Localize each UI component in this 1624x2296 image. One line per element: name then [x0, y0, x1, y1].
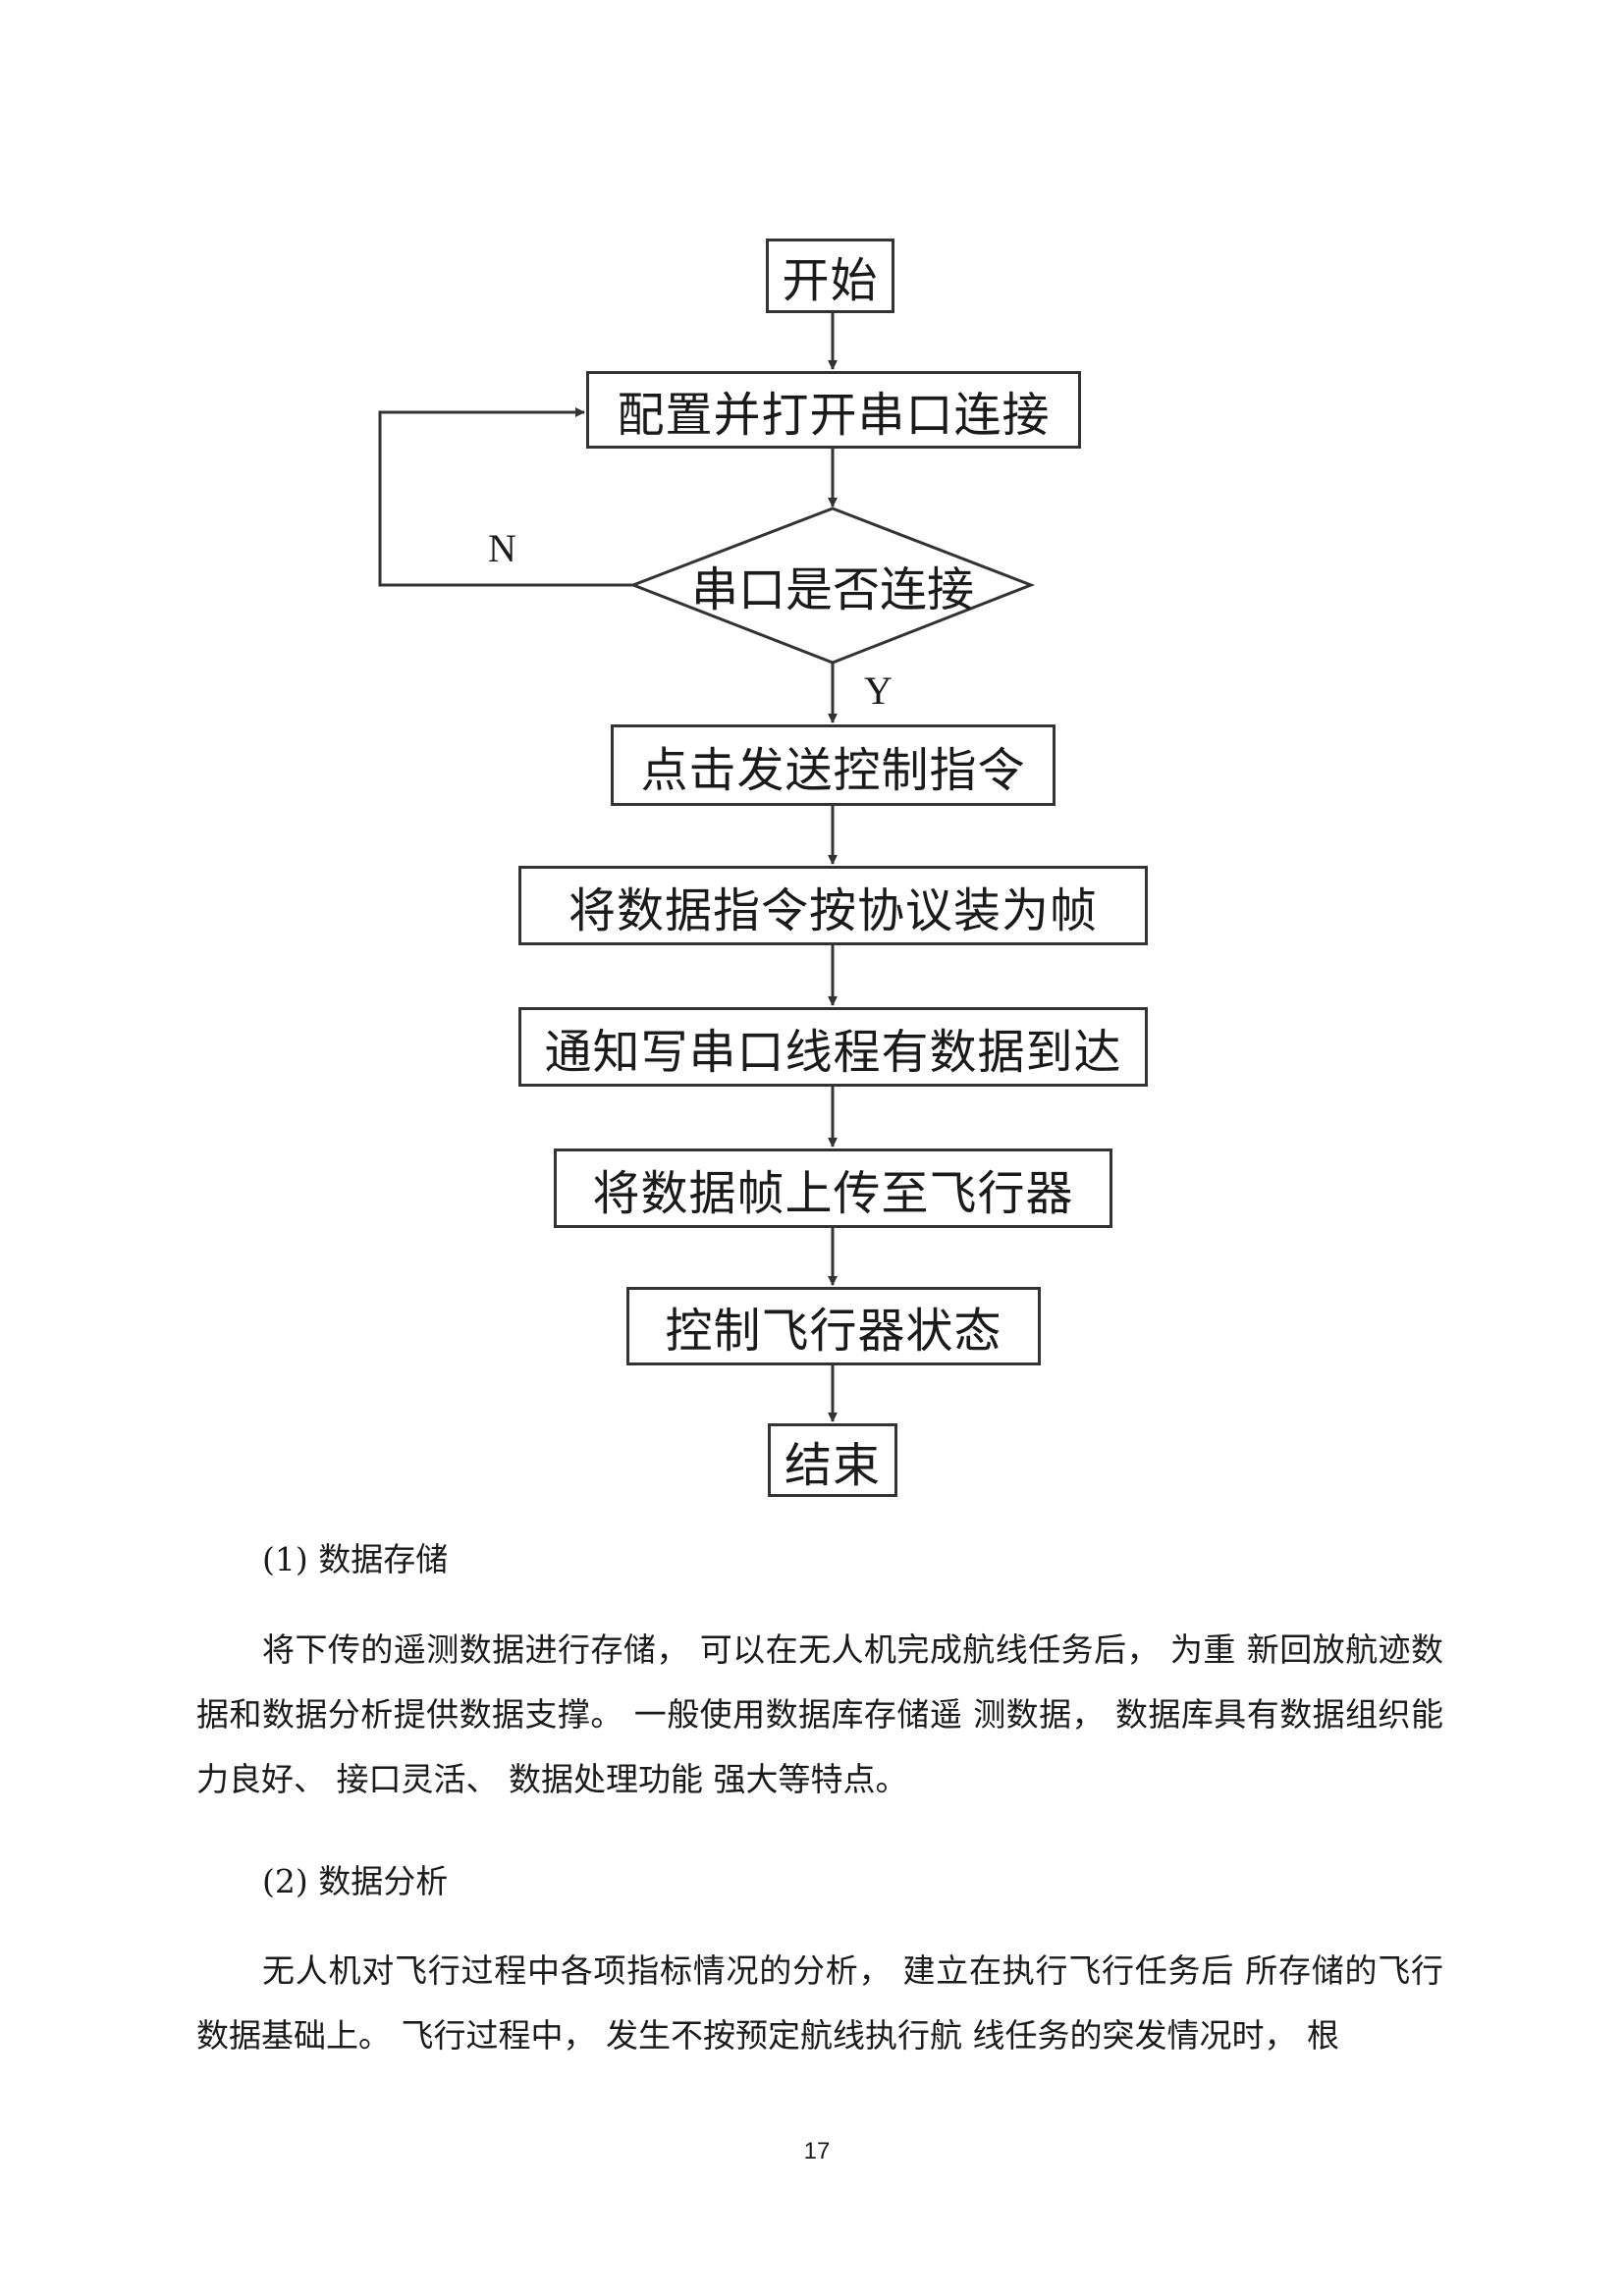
section-heading-storage: (1) 数据存储: [262, 1540, 449, 1578]
flow-step-upload: 将数据帧上传至飞行器: [554, 1148, 1112, 1228]
page-number: 17: [803, 2138, 831, 2164]
paragraph-analysis: 无人机对飞行过程中各项指标情况的分析， 建立在执行飞行任务后 所存储的飞行数据基…: [196, 1951, 1443, 2055]
flow-decision-label: 串口是否连接: [690, 562, 975, 617]
arrow-no-loop: [378, 407, 633, 587]
flow-step-notify: 通知写串口线程有数据到达: [518, 1007, 1148, 1087]
flow-step-configure: 配置并打开串口连接: [586, 371, 1081, 449]
label-no: N: [488, 526, 516, 570]
paragraph-storage: 将下传的遥测数据进行存储， 可以在无人机完成航线任务后， 为重 新回放航迹数据和…: [196, 1630, 1443, 1798]
flow-step-control: 控制飞行器状态: [626, 1287, 1041, 1365]
flow-step-pack-frame: 将数据指令按协议装为帧: [518, 866, 1148, 945]
flow-step-click-send: 点击发送控制指令: [611, 724, 1056, 806]
label-yes: Y: [864, 668, 893, 713]
flow-end: 结束: [768, 1423, 897, 1497]
section-heading-analysis: (2) 数据分析: [262, 1862, 449, 1900]
flow-start: 开始: [766, 239, 894, 313]
